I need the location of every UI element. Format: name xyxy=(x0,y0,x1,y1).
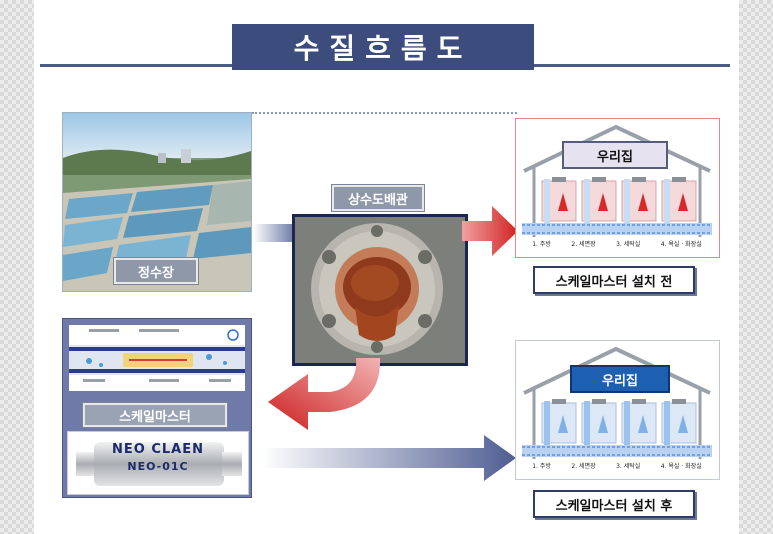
room-label: 4. 욕실 · 화장실 xyxy=(660,241,702,248)
room-label: 3. 세탁실 xyxy=(616,463,641,470)
house-before-room-labels: 1. 주방 2. 세면장 3. 세탁실 4. 욕실 · 화장실 xyxy=(522,239,712,248)
house-after-room-labels: 1. 주방 2. 세면장 3. 세탁실 4. 욕실 · 화장실 xyxy=(522,461,712,470)
room-label: 2. 세면장 xyxy=(571,241,596,248)
room-label: 1. 주방 xyxy=(532,463,551,470)
scale-master-diagram xyxy=(69,325,245,391)
flow-arrow-plant-to-pipe xyxy=(253,222,295,244)
flow-arrow-pipe-to-house-before xyxy=(462,204,520,258)
product-model: NEO-01C xyxy=(127,460,189,473)
house-after-frame: 우리집 1. 주방 2. 세면장 3. 세탁실 4. 욕실 · 화장실 xyxy=(515,340,720,480)
room-label: 3. 세탁실 xyxy=(616,241,641,248)
flow-arrow-pipe-to-scale-master xyxy=(268,358,388,436)
house-before-frame: 우리집 1. 주방 2. 세면장 3. 세탁실 4. 욕실 · 화장실 xyxy=(515,118,720,258)
room-label: 1. 주방 xyxy=(532,241,551,248)
dotted-divider xyxy=(252,112,517,114)
caption-after: 스케일마스터 설치 후 xyxy=(533,490,695,518)
product-brand: NEO CLAEN xyxy=(112,442,204,457)
room-label: 4. 욕실 · 화장실 xyxy=(660,463,702,470)
scale-master-label: 스케일마스터 xyxy=(83,403,227,427)
house-before-title: 우리집 xyxy=(562,141,668,169)
room-label: 2. 세면장 xyxy=(571,463,596,470)
caption-before: 스케일마스터 설치 전 xyxy=(533,266,695,294)
product-image: NEO CLAEN NEO-01C xyxy=(67,431,249,495)
house-after-title: 우리집 xyxy=(570,365,670,393)
water-pipe-photo xyxy=(292,214,468,366)
page-title: 수질흐름도 xyxy=(232,24,534,70)
treatment-plant-label: 정수장 xyxy=(114,258,198,284)
water-pipe-label: 상수도배관 xyxy=(332,185,424,211)
right-border xyxy=(739,0,773,534)
flow-arrow-scale-master-to-house-after xyxy=(262,435,518,481)
left-border xyxy=(0,0,34,534)
scale-master-panel: 스케일마스터 NEO CLAEN NEO-01C xyxy=(62,318,252,498)
treatment-plant-photo xyxy=(62,112,252,292)
